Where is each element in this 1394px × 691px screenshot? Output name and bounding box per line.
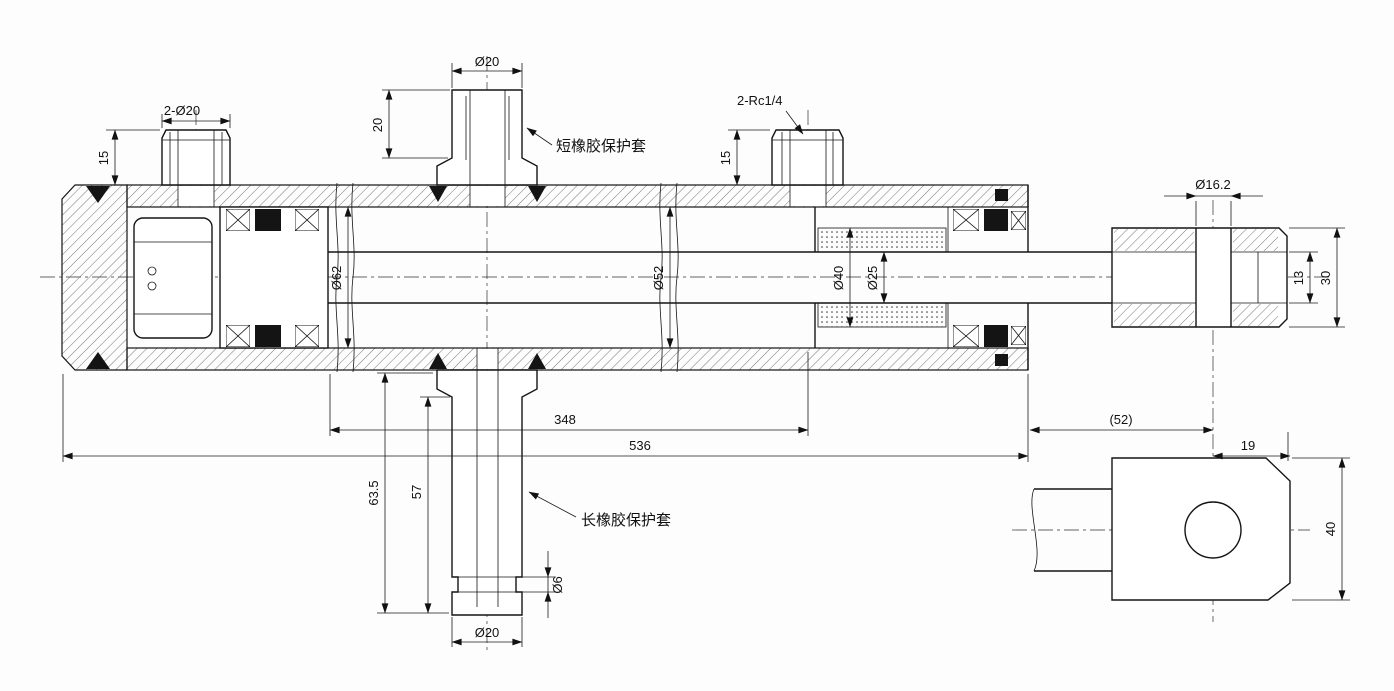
dim-63-5-label: 63.5 — [366, 480, 381, 505]
clevis-end-view — [1031, 457, 1291, 601]
wiper-seal — [1011, 211, 1026, 230]
shaft-break-line — [1031, 488, 1038, 572]
dim-20-label: 20 — [370, 118, 385, 132]
rod-seal — [953, 209, 979, 231]
gland-assembly — [814, 185, 1029, 370]
dim-d25-label: Ø25 — [865, 266, 880, 291]
note-short-sleeve-label: 短橡胶保护套 — [556, 138, 646, 155]
left-port — [161, 129, 231, 207]
dim-d20-bottom-label: Ø20 — [475, 625, 500, 640]
note-long-sleeve-label: 长橡胶保护套 — [581, 512, 671, 529]
cylinder-cap — [61, 184, 128, 371]
cotter-pin-hole — [147, 266, 157, 276]
rod-end-outline — [1111, 227, 1288, 328]
piston-nut — [133, 217, 213, 339]
o-ring — [995, 189, 1008, 201]
dim-13-label: 13 — [1291, 271, 1306, 285]
top-port-boss — [436, 89, 538, 207]
left-port-bore-gap — [178, 186, 214, 206]
dim-348-label: 348 — [554, 412, 576, 427]
dim-15-left-label: 15 — [96, 151, 111, 165]
right-port — [771, 129, 844, 207]
weld-marks — [86, 186, 546, 369]
clevis-block-outline — [1111, 457, 1291, 601]
top-boss-outline — [436, 89, 538, 186]
piston-seal — [226, 209, 250, 231]
rod-seal-dark — [984, 209, 1008, 231]
annotations: 短橡胶保护套 长橡胶保护套 — [526, 110, 804, 529]
cotter-pin-hole — [147, 281, 157, 291]
piston-rod — [328, 251, 1112, 304]
dim-30-label: 30 — [1318, 271, 1333, 285]
dim-57-label: 57 — [409, 485, 424, 499]
wiper-seal — [1011, 326, 1026, 345]
top-boss-bore-gap — [470, 186, 505, 206]
stem-bore-gap — [477, 349, 498, 369]
dim-d16-2-label: Ø16.2 — [1195, 177, 1230, 192]
bottom-stem-outline — [436, 369, 538, 616]
o-ring — [995, 354, 1008, 366]
dim-40-label: 40 — [1323, 522, 1338, 536]
right-port-outline — [771, 129, 844, 186]
piston-seal-dark — [255, 325, 281, 347]
dim-536-label: 536 — [629, 438, 651, 453]
cap-body — [61, 184, 128, 371]
barrel-bottom-wall — [126, 347, 1029, 371]
dim-2xd20-label: 2-Ø20 — [164, 103, 200, 118]
piston-seal — [295, 209, 319, 231]
dim-d20-top-label: Ø20 — [475, 54, 500, 69]
piston-seal — [295, 325, 319, 347]
dim-d40-label: Ø40 — [831, 266, 846, 291]
dim-d62-label: Ø62 — [329, 266, 344, 291]
right-port-bore-gap — [790, 186, 826, 206]
bottom-stem — [436, 348, 538, 616]
dimensions: 2-Ø20 15 Ø20 20 2-Rc1/4 15 Ø16.2 13 30 Ø… — [62, 54, 1350, 647]
dim-19-label: 19 — [1241, 438, 1255, 453]
dim-52-label: (52) — [1109, 412, 1132, 427]
dim-15-right-label: 15 — [718, 151, 733, 165]
rod-seal — [953, 325, 979, 347]
pin-hole-circle — [1184, 501, 1242, 559]
barrel-top-wall — [126, 184, 1029, 208]
piston-assembly — [133, 206, 329, 349]
left-port-outline — [161, 129, 231, 186]
gland-thread-band — [817, 302, 947, 328]
gland-thread-band — [817, 227, 947, 253]
dim-d6-label: Ø6 — [550, 576, 565, 593]
piston-seal — [226, 325, 250, 347]
rod-seal-dark — [984, 325, 1008, 347]
dim-2rc14-label: 2-Rc1/4 — [737, 93, 783, 108]
rod-end-block — [1111, 227, 1288, 328]
break-lines — [335, 182, 679, 373]
dim-d52-label: Ø52 — [651, 266, 666, 291]
piston-seal-dark — [255, 209, 281, 231]
